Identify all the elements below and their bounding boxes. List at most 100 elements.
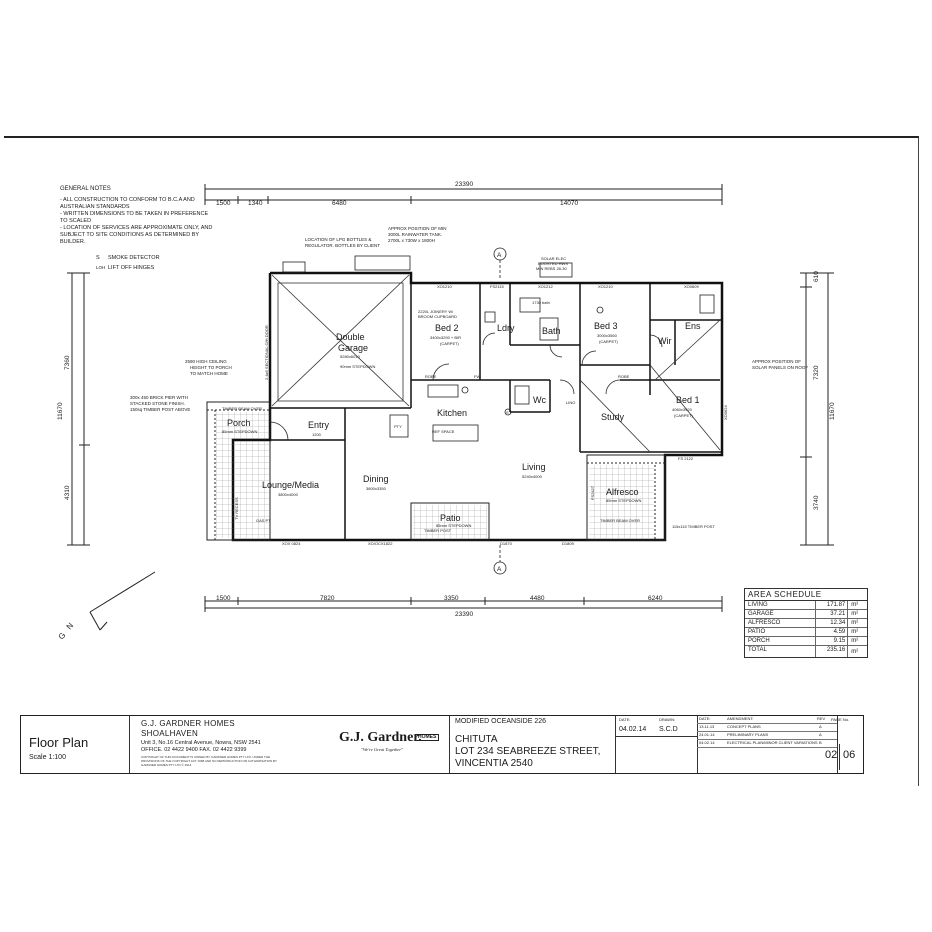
note-line: - WRITTEN DIMENSIONS TO BE TAKEN IN PREF…	[60, 211, 209, 217]
bed1-diagonal	[649, 364, 721, 451]
room-ensuite-label: Ens	[685, 321, 701, 331]
window-label: XO1210	[598, 284, 613, 289]
annotation-robe: ROBE	[425, 374, 437, 379]
shower	[539, 317, 559, 341]
site-suburb: VINCENTIA 2540	[455, 758, 533, 769]
section-label: A	[497, 252, 502, 259]
dim-right-seg: 7320	[813, 365, 820, 380]
dim-bottom-seg: 6240	[648, 595, 663, 602]
annotation-beam: TIMBER BEAM OVER	[600, 518, 640, 523]
note-line: - LOCATION OF SERVICES ARE APPROXIMATE O…	[60, 225, 213, 231]
note-line: BUILDER.	[60, 239, 86, 245]
annotation-solar-panels: SOLAR PANELS ON ROOF	[752, 365, 808, 370]
porch-tiles	[216, 412, 269, 538]
page-label: PAGE No.	[831, 717, 850, 722]
window-label: XO1210	[437, 284, 452, 289]
note-line: TO SCALED	[60, 218, 92, 224]
smoke-detector-symbol: S	[96, 255, 100, 261]
copyright-line: PROVISIONS OF THE COPYRIGHT ACT 1968 AND…	[141, 759, 277, 763]
area-schedule-title: AREA SCHEDULE	[745, 589, 867, 601]
dim-left-seg: 7360	[64, 355, 71, 370]
window-label: XO/OCX1822	[368, 541, 393, 546]
title-block-date-drawn: DATE: 04.02.14 DRAWN: S.C.D	[615, 716, 698, 773]
dim-bottom-seg: 1500	[216, 595, 231, 602]
company-name: G.J. GARDNER HOMES	[141, 719, 235, 728]
title-block-project: MODIFIED OCEANSIDE 226 CHITUTA LOT 234 S…	[449, 716, 616, 773]
annotation-pier: 300x 450 BRICK PIER WITH	[130, 395, 188, 400]
bath-tub	[519, 297, 541, 313]
date-value: 04.02.14	[619, 726, 647, 733]
room-garage-slab: 90mm STEPDOWN	[340, 364, 375, 369]
amendment-header: DATE: AMENDMENT: REV	[697, 716, 837, 724]
annotation-pantry: PTY	[394, 424, 402, 429]
room-kitchen-label: Kitchen	[437, 408, 467, 418]
porch-outline	[206, 401, 271, 541]
client-name: CHITUTA	[455, 734, 498, 745]
note-line: SUBJECT TO SITE CONDITIONS AS DETERMINED…	[60, 232, 200, 238]
room-study-label: Study	[601, 412, 625, 422]
date-label: DATE:	[619, 717, 631, 722]
room-garage-size: 5280x6010	[340, 354, 361, 359]
dim-top-seg: 6480	[332, 200, 347, 207]
room-bed3-label: Bed 3	[594, 321, 618, 331]
dim-top-seg: 1340	[248, 200, 263, 207]
annotation-beam: TIMBER BEAM OVER	[222, 406, 262, 411]
company-logo-homes: HOMES	[415, 734, 440, 741]
note-line: - ALL CONSTRUCTION TO CONFORM TO B.C.A A…	[60, 197, 195, 203]
note-line: AUSTRALIAN STANDARDS	[60, 204, 130, 210]
dim-right-seg: 3740	[813, 495, 820, 510]
room-garage-label: Garage	[338, 343, 368, 353]
smoke-detector	[504, 408, 512, 416]
window-label: XO0609	[684, 284, 699, 289]
annotation-ceiling: 2590 HIGH CEILING	[185, 359, 227, 364]
amendment-row: 24.01.14 PRELIMINARY PLANS A	[697, 732, 837, 740]
annotation-fw: FW	[474, 374, 480, 379]
annotation-garage-door: 2.4x6 SECTIONAL O/H DOOR	[264, 325, 269, 380]
dim-bottom-seg: 4480	[530, 595, 545, 602]
company-logo: G.J. Gardner.	[339, 730, 422, 745]
room-dining-label: Dining	[363, 474, 389, 484]
dim-bottom-total: 23390	[455, 611, 473, 618]
annotation-robe: ROBE	[618, 374, 630, 379]
pantry	[389, 414, 409, 438]
room-wir-label: Wir	[658, 336, 672, 346]
room-bed2-carpet: (CARPET)	[440, 341, 460, 346]
smoke-detector-label: SMOKE DETECTOR	[108, 255, 160, 261]
room-bed1-label: Bed 1	[676, 395, 700, 405]
window-label: XO0624	[723, 405, 728, 420]
annotation-tank: APPROX POSITION OF MIN	[388, 226, 447, 231]
dim-bottom-seg: 7820	[320, 595, 335, 602]
window-label: D1809	[562, 541, 575, 546]
ensuite-shower	[699, 294, 715, 314]
company-tagline: "We're Great Together"	[361, 747, 404, 752]
annotation-tank: 2700L x 730W x 1800H	[388, 238, 435, 243]
annotation-pier: 150sq TIMBER POST ABOVE	[130, 407, 190, 412]
lpg-bottles	[282, 261, 306, 273]
annotation-gas: GAS PT	[256, 518, 271, 523]
annotation-pier: STACKED STONE FINISH.	[130, 401, 185, 406]
room-lounge-size: 3800x4000	[278, 492, 299, 497]
title-block: Floor Plan Scale 1:100 G.J. GARDNER HOME…	[20, 715, 864, 774]
hot-water-system	[539, 262, 573, 278]
room-patio-slab: 85mm STEPDOWN	[436, 523, 471, 528]
dim-top-seg: 14070	[560, 200, 578, 207]
annotation-hws: BOOSTED HWS	[538, 261, 568, 266]
alfresco-outline	[586, 454, 666, 541]
dim-left-seg: 4310	[64, 485, 71, 500]
dim-top-total: 23390	[455, 181, 473, 188]
kitchen-island	[432, 424, 479, 442]
room-entry-size: 1200	[312, 432, 322, 437]
room-patio-label: Patio	[440, 513, 461, 523]
room-bed3-carpet: (CARPET)	[599, 339, 619, 344]
room-porch-label: Porch	[227, 418, 251, 428]
room-alfresco-slab: 85mm STEPDOWN	[606, 498, 641, 503]
drawn-label: DRAWN:	[659, 717, 676, 722]
